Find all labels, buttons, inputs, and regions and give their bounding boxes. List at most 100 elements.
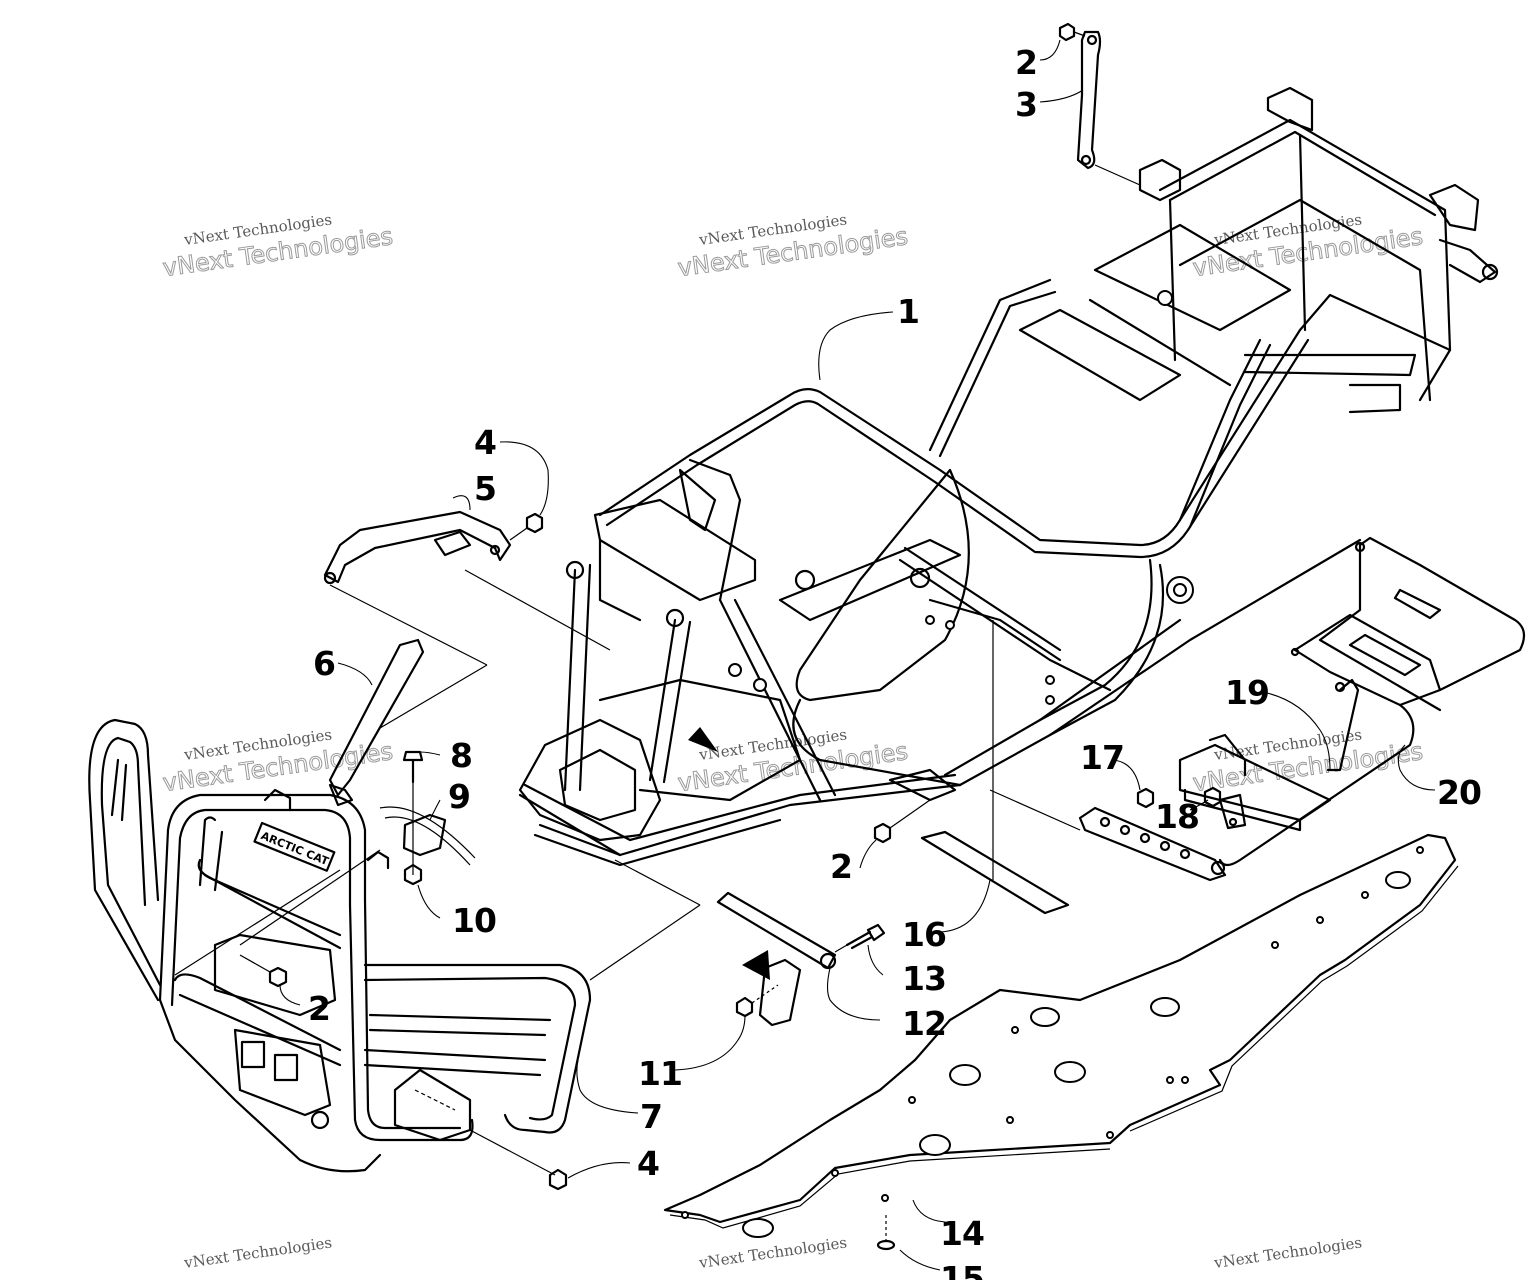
skid-plate-hole bbox=[919, 1134, 951, 1156]
callout-18: 18 bbox=[1155, 797, 1199, 836]
callout-20: 20 bbox=[1437, 773, 1481, 812]
skid-plate-hole bbox=[1385, 871, 1411, 889]
watermark-text: vNext Technologies bbox=[1212, 1233, 1363, 1272]
part-12-sleeve bbox=[716, 891, 837, 1027]
skid-plate-rivet bbox=[881, 1194, 889, 1202]
frame-hole bbox=[1173, 583, 1187, 597]
skid-plate-rivet bbox=[1011, 1026, 1019, 1034]
watermark-text: vNext Technologies bbox=[182, 1233, 333, 1272]
bracket-hole bbox=[1354, 541, 1366, 553]
bolt-2-top bbox=[1058, 22, 1086, 42]
callout-12: 12 bbox=[902, 1004, 946, 1043]
bracket-hole bbox=[1290, 647, 1300, 657]
frame-hole bbox=[753, 678, 767, 692]
main-frame bbox=[518, 86, 1499, 880]
skid-plate-hole bbox=[742, 1218, 774, 1238]
mount-hole bbox=[310, 1110, 330, 1130]
slot-hole bbox=[1139, 832, 1151, 844]
skid-plate-rivet bbox=[1416, 846, 1424, 854]
bracket-hole bbox=[1334, 681, 1346, 693]
frame-hole bbox=[1045, 695, 1055, 705]
skid-plate-rivet bbox=[1181, 1076, 1189, 1084]
skid-plate-rivet bbox=[1316, 916, 1324, 924]
part-14-skid-plate bbox=[663, 833, 1459, 1238]
bracket-hole bbox=[489, 544, 501, 556]
callout-4: 4 bbox=[474, 423, 496, 462]
callout-13: 13 bbox=[902, 959, 946, 998]
direction-arrow-icon bbox=[688, 727, 718, 752]
brand-badge: ARCTIC CAT bbox=[253, 821, 336, 872]
watermark: vNext Technologies bbox=[1212, 1233, 1363, 1272]
frame-hole bbox=[1045, 675, 1055, 685]
skid-plate-rivet bbox=[1271, 941, 1279, 949]
part-15-rivet bbox=[876, 1215, 896, 1251]
callout-19: 19 bbox=[1225, 673, 1269, 712]
tube-end bbox=[665, 608, 685, 628]
callout-10: 10 bbox=[452, 901, 496, 940]
watermark: vNext Technologies bbox=[697, 1233, 848, 1272]
part-16-plate bbox=[920, 830, 1070, 915]
skid-plate-hole bbox=[1150, 997, 1180, 1017]
callout-15: 15 bbox=[940, 1259, 984, 1280]
watermark-text: vNext Technologies bbox=[697, 1233, 848, 1272]
tube-end bbox=[909, 567, 931, 589]
callout-1: 1 bbox=[897, 292, 919, 331]
callout-16: 16 bbox=[902, 915, 946, 954]
direction-arrow-icon bbox=[742, 950, 770, 980]
tube-end bbox=[1481, 263, 1499, 281]
callout-11: 11 bbox=[638, 1054, 682, 1093]
sleeve-end bbox=[819, 952, 837, 970]
bumper-slot bbox=[273, 1053, 299, 1082]
skid-plate-rivet bbox=[1106, 1131, 1114, 1139]
bracket-hole bbox=[323, 571, 337, 585]
slot-hole bbox=[1099, 816, 1111, 828]
watermark: vNext Technologies vNext Technologies bbox=[676, 210, 911, 282]
bracket-hole bbox=[1228, 817, 1238, 827]
bolt-2-center bbox=[873, 799, 931, 844]
frame-hole bbox=[728, 663, 742, 677]
part-6-strap bbox=[328, 638, 425, 807]
watermark: vNext Technologies vNext Technologies bbox=[1191, 725, 1426, 797]
skid-plate-rivet bbox=[1166, 1076, 1174, 1084]
part-11-nut bbox=[735, 984, 779, 1018]
skid-plate-hole bbox=[1054, 1061, 1086, 1083]
callout-2: 2 bbox=[1015, 43, 1037, 82]
skid-plate-hole bbox=[949, 1064, 981, 1086]
part-3-strap bbox=[1076, 30, 1141, 186]
callout-2: 2 bbox=[830, 847, 852, 886]
frame-hole bbox=[1157, 290, 1173, 306]
callouts: 1 2 2 2 3 4 4 5 6 7 8 9 10 11 12 13 14 1… bbox=[308, 43, 1482, 1280]
frame-hole bbox=[945, 620, 955, 630]
skid-plate-rivet bbox=[1361, 891, 1369, 899]
bolt-4-lower bbox=[548, 1168, 568, 1191]
skid-plate-rivet bbox=[1006, 1116, 1014, 1124]
leader-lines bbox=[279, 39, 1436, 1271]
skid-plate-rivet bbox=[908, 1096, 916, 1104]
skid-plate-hole bbox=[1030, 1007, 1060, 1027]
slot-hole bbox=[1159, 840, 1171, 852]
callout-5: 5 bbox=[474, 469, 496, 508]
watermark: vNext Technologies vNext Technologies bbox=[161, 725, 396, 797]
bolt-4-upper bbox=[509, 512, 544, 541]
clamp-set bbox=[379, 750, 476, 886]
callout-9: 9 bbox=[448, 777, 470, 816]
part-13-bolt bbox=[834, 923, 886, 953]
bumper-slot bbox=[240, 1040, 266, 1069]
callout-7: 7 bbox=[640, 1097, 662, 1136]
part-17-nut bbox=[1136, 787, 1155, 809]
callout-2: 2 bbox=[308, 989, 330, 1028]
slot-hole bbox=[1210, 860, 1226, 876]
bolt-2-bumper bbox=[239, 954, 288, 988]
skid-plate-rivet bbox=[681, 1211, 689, 1219]
part-20-rear-bracket bbox=[1078, 536, 1526, 882]
slot-hole bbox=[1119, 824, 1131, 836]
callout-14: 14 bbox=[940, 1214, 984, 1253]
slot-hole bbox=[1179, 848, 1191, 860]
callout-3: 3 bbox=[1015, 85, 1037, 124]
strap-hole bbox=[1080, 154, 1092, 166]
tube-end bbox=[565, 560, 585, 580]
strap-hole bbox=[1086, 34, 1098, 46]
callout-17: 17 bbox=[1080, 738, 1124, 777]
frame-hole bbox=[925, 615, 935, 625]
